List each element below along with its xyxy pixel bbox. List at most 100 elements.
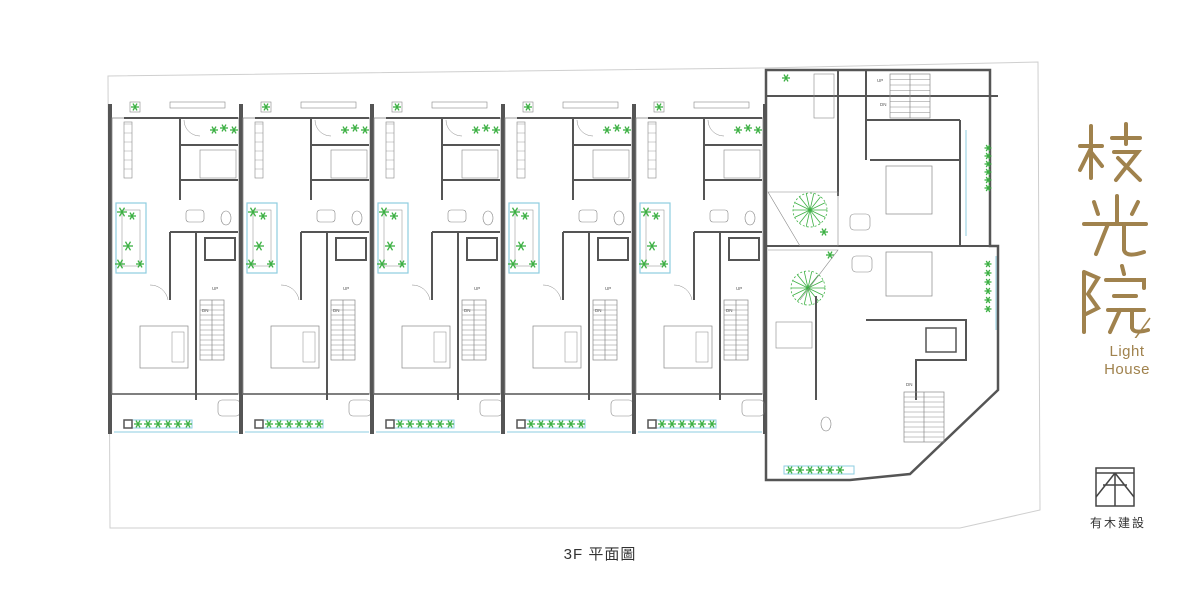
interior-wall xyxy=(815,296,967,400)
plant-icon xyxy=(396,420,404,428)
stair-up-label: UP xyxy=(474,286,480,291)
plant-icon xyxy=(426,420,434,428)
interior-wall xyxy=(562,231,631,400)
plant-icon xyxy=(984,152,992,160)
plant-icon xyxy=(782,74,790,82)
plant-icon xyxy=(529,260,537,268)
bathtub xyxy=(330,149,368,179)
planter-box xyxy=(522,101,534,113)
toilet xyxy=(351,210,363,226)
window xyxy=(169,101,226,109)
plant-icon xyxy=(377,259,387,269)
outdoor-chair xyxy=(741,399,765,417)
plant-icon xyxy=(184,420,192,428)
plant-icon xyxy=(254,241,264,251)
outdoor-chair xyxy=(348,399,372,417)
planter-box xyxy=(260,101,272,113)
plant-icon xyxy=(796,466,804,474)
party-wall xyxy=(632,104,636,434)
bed xyxy=(663,325,713,369)
outdoor-chair xyxy=(851,255,873,273)
plant-icon xyxy=(816,466,824,474)
staircase xyxy=(461,299,487,361)
plant-icon xyxy=(115,259,125,269)
column xyxy=(385,419,395,429)
plant-icon xyxy=(658,420,666,428)
stair-down-label: DN xyxy=(726,308,733,313)
plant-icon xyxy=(262,103,270,111)
tree-icon xyxy=(792,192,828,228)
plant-icon xyxy=(660,260,668,268)
plant-icon xyxy=(393,103,401,111)
toilet xyxy=(220,210,232,226)
window xyxy=(693,101,750,109)
column xyxy=(516,419,526,429)
courtyard xyxy=(639,202,671,274)
plant-icon xyxy=(508,259,518,269)
plant-icon xyxy=(361,126,369,134)
plant-icon xyxy=(984,260,992,268)
stair-up-label: UP xyxy=(343,286,349,291)
interior-wall xyxy=(693,231,762,400)
plant-icon xyxy=(341,126,349,134)
bathtub xyxy=(775,321,813,349)
window xyxy=(562,101,619,109)
site-boundary xyxy=(107,61,1041,529)
plant-icon xyxy=(305,420,313,428)
door-swing xyxy=(542,284,562,301)
shaft xyxy=(466,237,498,261)
outdoor-chair xyxy=(610,399,634,417)
stair-down-label: DN xyxy=(906,382,913,387)
toilet xyxy=(744,210,756,226)
plant-icon xyxy=(557,420,565,428)
unit-outline xyxy=(504,117,633,395)
stair-down-label: DN xyxy=(202,308,209,313)
courtyard xyxy=(377,202,409,274)
shaft xyxy=(204,237,236,261)
plant-icon xyxy=(577,420,585,428)
door-swing xyxy=(445,119,463,137)
plant-icon xyxy=(164,420,172,428)
company-name: 有木建設 xyxy=(1089,516,1146,530)
bed xyxy=(532,325,582,369)
window xyxy=(431,101,488,109)
brand-name-line1: Light xyxy=(1109,343,1145,360)
plant-icon xyxy=(984,305,992,313)
plant-icon xyxy=(295,420,303,428)
plant-icon xyxy=(315,420,323,428)
party-wall xyxy=(239,104,243,434)
wardrobe xyxy=(385,121,395,179)
door-swing xyxy=(183,119,201,137)
plant-icon xyxy=(984,144,992,152)
tree-icon xyxy=(790,270,826,306)
interior-wall xyxy=(169,231,238,400)
stair-up-label: UP xyxy=(877,78,883,83)
door-swing xyxy=(280,284,300,301)
staircase xyxy=(723,299,749,361)
shaft xyxy=(728,237,760,261)
plant-icon xyxy=(524,103,532,111)
plant-icon xyxy=(265,420,273,428)
outdoor-chair xyxy=(217,399,241,417)
plant-icon xyxy=(472,126,480,134)
door-swing xyxy=(149,284,169,301)
plant-icon xyxy=(117,207,127,217)
stair-up-label: UP xyxy=(605,286,611,291)
outdoor-chair xyxy=(479,399,503,417)
plant-icon xyxy=(537,420,545,428)
bed xyxy=(139,325,189,369)
stair-down-label: DN xyxy=(333,308,340,313)
corner-outline xyxy=(764,68,1000,482)
plant-icon xyxy=(144,420,152,428)
staircase xyxy=(330,299,356,361)
wardrobe xyxy=(123,121,133,179)
plant-icon xyxy=(510,207,520,217)
stair-down-label: DN xyxy=(595,308,602,313)
outdoor-chair xyxy=(849,213,871,231)
stair-down-label: DN xyxy=(464,308,471,313)
plant-icon xyxy=(613,124,621,132)
plant-icon xyxy=(154,420,162,428)
interior-wall xyxy=(179,118,238,200)
plant-icon xyxy=(275,420,283,428)
